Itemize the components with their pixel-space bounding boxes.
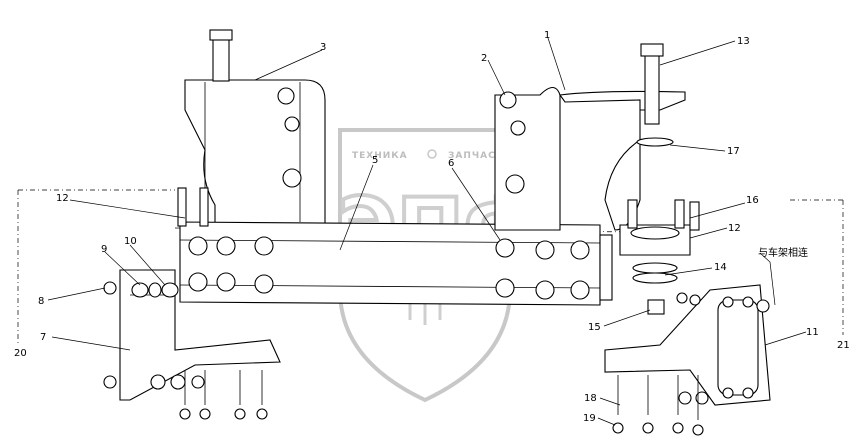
callout-12-right: 12 [728, 223, 741, 234]
callout-1: 1 [544, 30, 550, 41]
right-upper-bracket [559, 43, 700, 315]
frame-connection-note: 与车架相连 [758, 246, 808, 259]
callout-7: 7 [40, 332, 46, 343]
cross-beam [179, 221, 601, 306]
callout-6: 6 [448, 158, 454, 169]
callout-18: 18 [584, 393, 597, 404]
left-lower-bracket [103, 187, 281, 420]
callout-15: 15 [588, 322, 601, 333]
watermark-gear-icon [427, 149, 437, 159]
callout-12-left: 12 [56, 193, 69, 204]
callout-16: 16 [746, 195, 759, 206]
callout-9: 9 [101, 244, 107, 255]
center-upper-bracket [494, 86, 561, 231]
watermark-left-text: ТЕХНИКА [352, 151, 408, 161]
callout-20: 20 [14, 348, 27, 359]
callout-8: 8 [38, 296, 44, 307]
callout-14: 14 [714, 262, 727, 273]
callouts: 1 2 3 5 6 7 8 9 10 11 12 12 13 14 15 16 … [14, 30, 850, 424]
right-lower-bracket [604, 284, 771, 436]
callout-10: 10 [124, 236, 137, 247]
callout-3: 3 [320, 42, 326, 53]
watermark-right-text: ЗАПЧАСТИ [448, 151, 511, 161]
callout-2: 2 [481, 53, 487, 64]
leader-lines [47, 37, 807, 426]
callout-13: 13 [737, 36, 750, 47]
callout-19: 19 [583, 413, 596, 424]
callout-17: 17 [727, 146, 740, 157]
callout-5: 5 [372, 155, 378, 166]
callout-11: 11 [806, 327, 819, 338]
callout-21: 21 [837, 340, 850, 351]
